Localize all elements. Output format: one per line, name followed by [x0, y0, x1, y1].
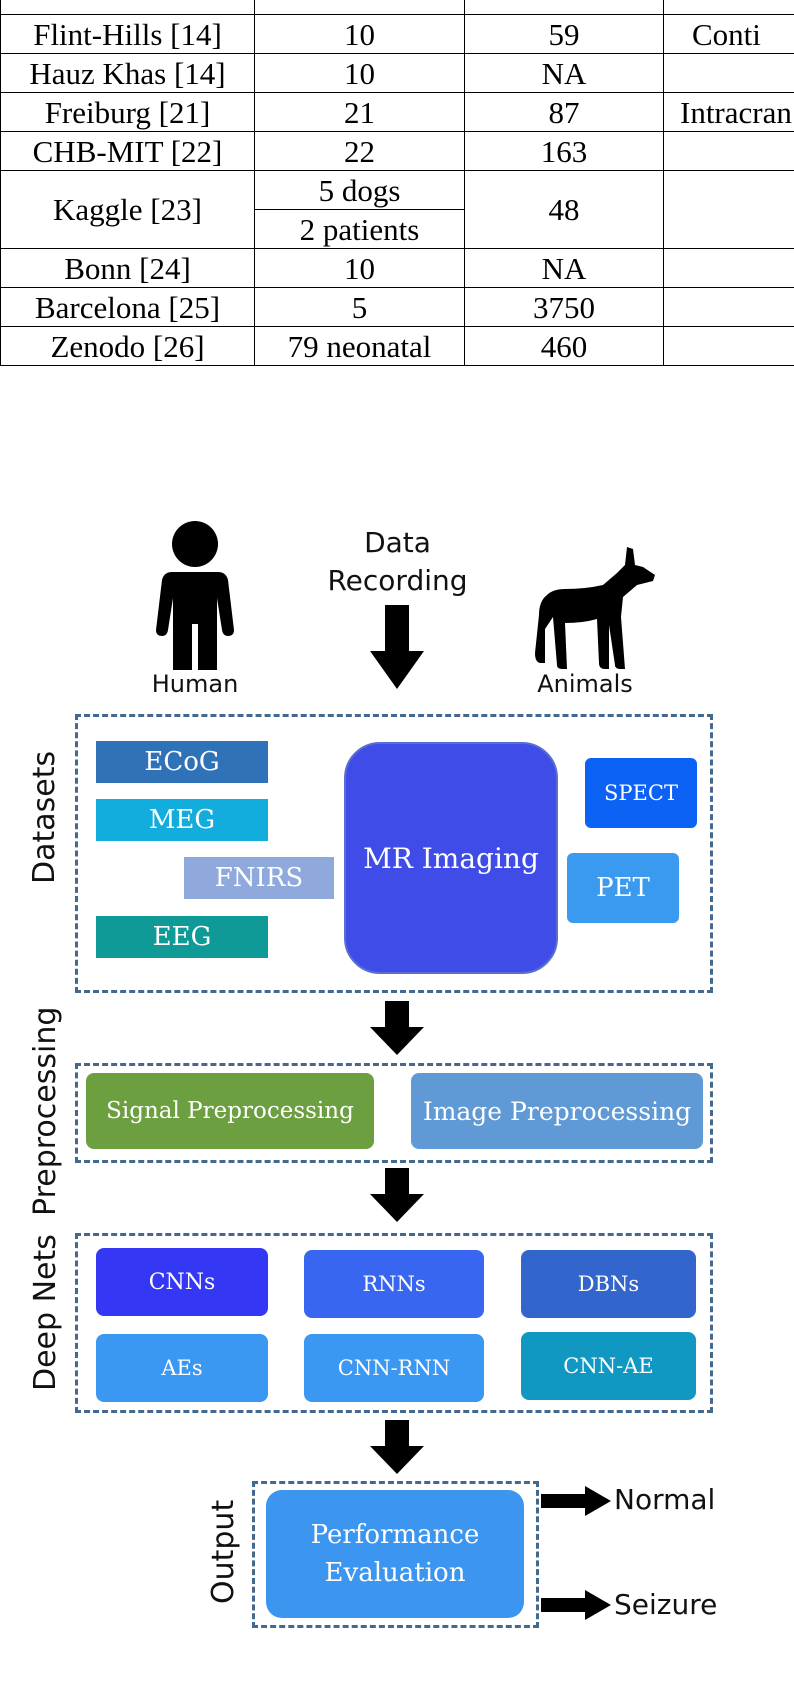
- spect-box: SPECT: [585, 758, 697, 828]
- cnns-box: CNNs: [96, 1248, 268, 1316]
- dataset-name-cell: Zenodo [26]: [0, 326, 255, 366]
- arrow-down-icon: [370, 1420, 424, 1474]
- type-cell: [663, 248, 794, 288]
- data-recording-label: Data Recording: [310, 524, 485, 600]
- preprocessing-panel: [75, 1063, 713, 1163]
- seizure-label: Seizure: [614, 1588, 718, 1621]
- animals-label: Animals: [537, 670, 633, 698]
- arrow-down-icon: [370, 1168, 424, 1222]
- subjects-cell: 79 neonatal: [254, 326, 465, 366]
- dataset-name-cell: Flint-Hills [14]: [0, 14, 255, 54]
- type-cell: [663, 53, 794, 93]
- rnns-box: RNNs: [304, 1250, 484, 1318]
- table-row: CHB-MIT [22] 22 163: [0, 131, 794, 171]
- dataset-name-cell: Freiburg [21]: [0, 92, 255, 132]
- count-cell: NA: [464, 248, 664, 288]
- subjects-cell: 5 dogs: [254, 170, 465, 210]
- deep-nets-section-label: Deep Nets: [28, 1234, 63, 1391]
- eeg-box: EEG: [96, 916, 268, 958]
- dataset-name-cell: Hauz Khas [14]: [0, 53, 255, 93]
- type-cell: [663, 170, 794, 249]
- datasets-panel: [75, 714, 713, 993]
- table-row: Kaggle [23] 5 dogs 48: [0, 170, 794, 249]
- human-label: Human: [151, 670, 239, 698]
- subjects-cell: 22: [254, 131, 465, 171]
- output-panel: [252, 1481, 539, 1628]
- dataset-name-cell: Bonn [24]: [0, 248, 255, 288]
- dataset-name-cell: Barcelona [25]: [0, 287, 255, 327]
- dog-icon: [535, 547, 655, 669]
- type-cell: Conti: [663, 14, 794, 54]
- count-cell: 3750: [464, 287, 664, 327]
- count-cell: NA: [464, 53, 664, 93]
- subjects-cell: 10: [254, 14, 465, 54]
- type-cell: [663, 287, 794, 327]
- table-row: 2 patients: [1, 209, 794, 249]
- subjects-cell: 21: [254, 92, 465, 132]
- table-row: Hauz Khas [14] 10 NA: [0, 53, 794, 93]
- pet-box: PET: [567, 853, 679, 923]
- arrow-down-icon: [370, 1001, 424, 1055]
- subjects-cell: 10: [254, 248, 465, 288]
- datasets-section-label: Datasets: [27, 750, 62, 884]
- image-preprocessing-box: Image Preprocessing: [411, 1073, 703, 1149]
- type-cell: [663, 326, 794, 366]
- count-cell: 163: [464, 131, 664, 171]
- arrow-down-icon: [370, 605, 424, 689]
- fnirs-box: FNIRS: [184, 857, 334, 899]
- table-row: Zenodo [26] 79 neonatal 460: [0, 326, 794, 366]
- table-row: Bonn [24] 10 NA: [0, 248, 794, 288]
- preprocessing-section-label: Preprocessing: [28, 1006, 63, 1216]
- cnn-rnn-box: CNN-RNN: [304, 1334, 484, 1402]
- performance-line1: Performance: [310, 1520, 480, 1550]
- count-cell: 59: [464, 14, 664, 54]
- table-cell: [663, 0, 794, 15]
- normal-label: Normal: [614, 1483, 716, 1516]
- subjects-cell: 2 patients: [254, 209, 465, 249]
- table-row: Barcelona [25] 5 3750: [0, 287, 794, 327]
- subjects-cell: 10: [254, 53, 465, 93]
- arrow-right-icon: [541, 1486, 611, 1516]
- arrow-right-icon: [541, 1590, 611, 1620]
- output-section-label: Output: [206, 1499, 241, 1604]
- cnn-ae-box: CNN-AE: [521, 1332, 696, 1400]
- deep-nets-panel: [75, 1233, 713, 1413]
- performance-evaluation-box: Performance Evaluation: [266, 1490, 524, 1618]
- dataset-name-cell: CHB-MIT [22]: [0, 131, 255, 171]
- table-cell: [254, 0, 465, 15]
- dataset-name-cell: Kaggle [23]: [0, 170, 255, 249]
- count-cell: 460: [464, 326, 664, 366]
- subjects-cell: 5: [254, 287, 465, 327]
- table-row: [0, 0, 794, 15]
- table-row: Flint-Hills [14] 10 59 Conti: [0, 14, 794, 54]
- count-cell: 87: [464, 92, 664, 132]
- type-cell: Intracran: [663, 92, 794, 132]
- dbns-box: DBNs: [521, 1250, 696, 1318]
- aes-box: AEs: [96, 1334, 268, 1402]
- human-icon: [156, 521, 234, 670]
- ecog-box: ECoG: [96, 741, 268, 783]
- data-recording-line1: Data: [364, 526, 431, 559]
- count-cell: 48: [464, 170, 664, 249]
- datasets-table: Flint-Hills [14] 10 59 Conti Hauz Khas […: [0, 0, 794, 366]
- signal-preprocessing-box: Signal Preprocessing: [86, 1073, 374, 1149]
- table-cell: [464, 0, 664, 15]
- mr-imaging-box: MR Imaging: [344, 742, 558, 974]
- meg-box: MEG: [96, 799, 268, 841]
- table-row: Freiburg [21] 21 87 Intracran: [0, 92, 794, 132]
- table-cell: [0, 0, 255, 15]
- data-recording-line2: Recording: [327, 564, 468, 597]
- performance-line2: Evaluation: [324, 1558, 466, 1588]
- type-cell: [663, 131, 794, 171]
